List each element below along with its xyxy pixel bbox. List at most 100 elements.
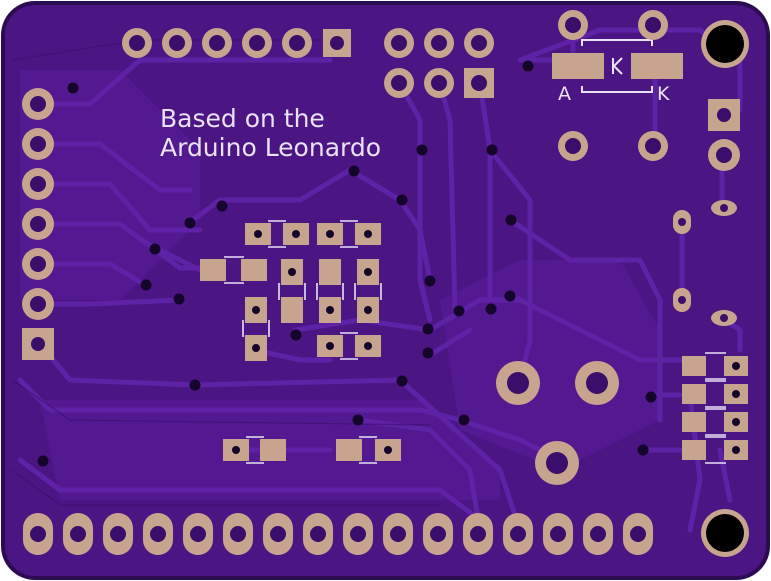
via-4 xyxy=(486,144,498,156)
usb-slot-4 xyxy=(673,288,691,312)
icsp-pin-a1 xyxy=(384,28,414,58)
header-top-pin-1 xyxy=(122,28,152,58)
resistor-array-left-pad-4 xyxy=(682,440,706,460)
header-bottom-pin-10 xyxy=(383,513,413,555)
via-layer xyxy=(37,60,657,467)
header-bottom-pin-2 xyxy=(63,513,93,555)
via-5 xyxy=(348,165,360,177)
icsp-pin-b2 xyxy=(424,68,454,98)
icsp-pin-b1 xyxy=(384,68,414,98)
switch-pad-3 xyxy=(558,131,588,161)
smd-vert-d-silk xyxy=(242,320,270,337)
power-header-pin-2 xyxy=(708,139,740,171)
header-bottom-pin-14 xyxy=(543,513,573,555)
via-23 xyxy=(352,414,364,426)
via-15 xyxy=(485,303,497,315)
icsp-pin-a2 xyxy=(424,28,454,58)
via-6 xyxy=(396,194,408,206)
switch-pad-2 xyxy=(638,10,668,40)
smd-left-silk xyxy=(224,256,244,284)
resistor-array-right-pad-4 xyxy=(724,440,748,460)
barrel-jack-pad-3 xyxy=(535,441,579,485)
smd-cluster-top-silk-2 xyxy=(340,220,358,248)
via-24 xyxy=(458,414,470,426)
smd-lower-left-silk xyxy=(246,436,264,464)
smd-vert-d-top xyxy=(245,297,267,323)
smd-bottom-silk xyxy=(340,332,358,360)
via-2 xyxy=(522,60,534,72)
header-top-pin-5 xyxy=(282,28,312,58)
header-bottom-pin-11 xyxy=(423,513,453,555)
copper-traces xyxy=(17,22,743,533)
pad-layer xyxy=(22,10,749,557)
via-3 xyxy=(416,144,428,156)
usb-slot-2 xyxy=(711,310,737,326)
resistor-array-left-pad-1 xyxy=(682,356,706,376)
resistor-array-silk-4 xyxy=(705,436,726,464)
smd-left-pad-1 xyxy=(200,259,226,281)
header-bottom-pin-13 xyxy=(503,513,533,555)
switch-pad-1 xyxy=(558,10,588,40)
diode-pad-cathode xyxy=(631,53,683,79)
smd-vert-c-top xyxy=(357,259,379,285)
header-top-pin-3 xyxy=(202,28,232,58)
icsp-pin-a3 xyxy=(464,28,494,58)
usb-slot-1 xyxy=(711,200,737,216)
header-bottom-pin-1 xyxy=(23,513,53,555)
smd-left-pad-2 xyxy=(241,259,267,281)
header-left-pin-7 xyxy=(22,328,54,360)
smd-vert-a-silk xyxy=(278,283,306,300)
smd-vert-a-top xyxy=(281,259,303,285)
diode-anode-label: A xyxy=(558,83,571,105)
barrel-jack-pad-1 xyxy=(496,361,540,405)
via-10 xyxy=(149,243,161,255)
smd-vert-c-silk xyxy=(354,283,382,300)
smd-lower-mid-silk xyxy=(359,436,377,464)
header-left-pin-6 xyxy=(22,288,54,320)
via-21 xyxy=(189,379,201,391)
header-bottom-pin-6 xyxy=(223,513,253,555)
header-top-pin-2 xyxy=(162,28,192,58)
resistor-array-left-pad-3 xyxy=(682,412,706,432)
via-14 xyxy=(453,305,465,317)
header-bottom-pin-4 xyxy=(143,513,173,555)
via-22 xyxy=(645,391,657,403)
header-bottom-pin-3 xyxy=(103,513,133,555)
via-17 xyxy=(290,329,302,341)
smd-cluster-top-pad-3 xyxy=(317,223,343,245)
smd-cluster-top-silk-1 xyxy=(268,220,286,248)
smd-vert-b-top xyxy=(319,259,341,285)
barrel-jack-pad-2 xyxy=(575,361,619,405)
header-bottom-pin-16 xyxy=(623,513,653,555)
header-top-pin-4 xyxy=(242,28,272,58)
board-label-line1: Based on the xyxy=(160,104,325,133)
header-bottom-pin-7 xyxy=(263,513,293,555)
via-19 xyxy=(422,347,434,359)
via-20 xyxy=(396,375,408,387)
diode-silk-outline xyxy=(581,39,653,93)
smd-cluster-top-pad-4 xyxy=(355,223,381,245)
smd-vert-c-bottom xyxy=(357,297,379,323)
resistor-array-left-pad-2 xyxy=(682,384,706,404)
mounting-hole-top-right xyxy=(701,20,749,68)
via-8 xyxy=(184,217,196,229)
smd-vert-d-bottom xyxy=(245,335,267,361)
power-header-pin-1 xyxy=(708,99,740,131)
via-18 xyxy=(422,323,434,335)
smd-vert-b-bottom xyxy=(319,297,341,323)
diode-footprint: A K xyxy=(552,39,683,105)
diode-cathode-label: K xyxy=(657,83,670,105)
smd-cluster-top-pad-2 xyxy=(283,223,309,245)
header-bottom-pin-12 xyxy=(463,513,493,555)
via-25 xyxy=(637,444,649,456)
header-left-pin-1 xyxy=(22,88,54,120)
via-11 xyxy=(140,279,152,291)
header-left-pin-4 xyxy=(22,208,54,240)
header-top-pin-6 xyxy=(323,29,351,57)
diode-pad-anode xyxy=(552,53,604,79)
via-7 xyxy=(216,200,228,212)
mounting-hole-bottom-right xyxy=(701,509,749,557)
resistor-array-right-pad-3 xyxy=(724,412,748,432)
via-13 xyxy=(424,275,436,287)
